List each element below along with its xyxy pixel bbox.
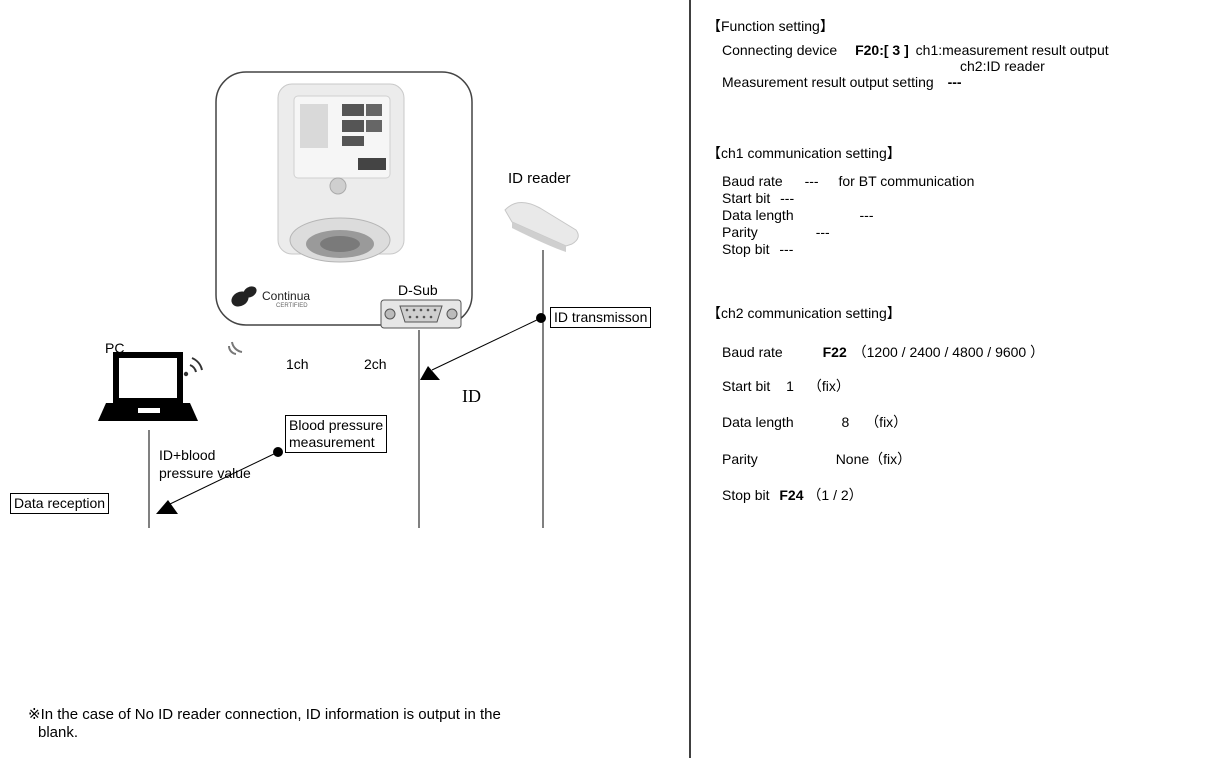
ch1-start-row: Start bit --- [722,190,794,207]
ch1-start-label: Start bit [722,190,771,206]
id-arrowhead [420,366,440,380]
ch2-baud-code: F22 [822,344,847,360]
continua-logo-name: Continua [262,289,311,303]
data-reception-arrow [169,451,279,505]
pc-laptop-icon [98,352,198,421]
bp-measurement-line1: Blood pressure [289,417,384,433]
data-reception-arrowhead [156,500,178,514]
connecting-device-ch1: ch1:measurement result output [915,42,1109,58]
measurement-output-row: Measurement result output setting --- [722,74,962,91]
ch1-parity-row: Parity --- [722,224,830,241]
ch2-stop-options: （1 / 2） [807,487,863,503]
function-setting-title: 【Function setting】 [707,18,834,34]
ch1-length-row: Data length --- [722,207,874,224]
ch2-start-label: Start bit [722,378,771,394]
ch2-length-value: 8 [841,414,850,430]
ch2-stop-code: F24 [779,487,804,503]
id-bp-value-label: ID+blood pressure value [159,446,251,482]
ch2-length-row: Data length 8 （fix） [722,414,907,431]
measurement-output-label: Measurement result output setting [722,74,934,90]
bp-measurement-line2: measurement [289,434,375,450]
ch2-setting-title: 【ch2 communication setting】 [707,305,901,321]
ch2-label: 2ch [364,356,387,372]
ch1-length-value: --- [859,207,874,223]
ch1-stop-label: Stop bit [722,241,770,257]
ch1-parity-label: Parity [722,224,758,240]
measurement-output-value: --- [947,74,962,90]
ch1-baud-value: --- [804,173,819,189]
ch2-stop-row: Stop bit F24 （1 / 2） [722,487,863,504]
bp-measurement-box: Blood pressure measurement [285,415,388,453]
ch2-parity-row: Parity None（fix） [722,451,911,468]
ch2-baud-options: （1200 / 2400 / 4800 / 9600 ） [852,344,1045,360]
id-reader-label: ID reader [508,170,571,187]
continua-logo-icon [231,286,257,307]
dsub-label: D-Sub [398,282,438,298]
ch1-baud-label: Baud rate [722,173,783,189]
ch2-parity-value: None（fix） [835,451,912,467]
footnote: ※In the case of No ID reader connection,… [28,706,501,742]
bluetooth-signal-icon [227,341,243,355]
ch1-parity-value: --- [815,224,830,240]
connecting-device-row: Connecting device F20:[ 3 ] ch1:measurem… [722,42,1109,59]
footnote-line1: ※In the case of No ID reader connection,… [28,706,501,723]
continua-logo-text: Continua CERTIFIED [262,289,311,311]
wireless-signal-icon [183,357,203,377]
ch2-baud-row: Baud rate F22 （1200 / 2400 / 4800 / 9600… [722,344,1044,361]
ch1-baud-note: for BT communication [838,173,975,189]
ch1-stop-value: --- [779,241,794,257]
connecting-device-ch2: ch2:ID reader [960,58,1045,74]
id-bp-value-line2: pressure value [159,465,251,481]
ch2-start-value: 1 [786,378,794,394]
bp-measurement-dot [273,447,283,457]
ch2-start-note: （fix） [807,378,850,394]
id-reader-icon [504,202,579,252]
ch1-baud-row: Baud rate --- for BT communication [722,173,974,190]
connecting-device-label: Connecting device [722,42,838,58]
id-label: ID [462,386,481,406]
ch1-start-value: --- [780,190,795,206]
continua-logo-sub: CERTIFIED [276,303,308,309]
ch1-stop-row: Stop bit --- [722,241,793,258]
id-bp-value-line1: ID+blood [159,447,216,463]
blood-pressure-monitor-icon [277,83,405,263]
ch1-length-label: Data length [722,207,794,223]
ch1-setting-title: 【ch1 communication setting】 [707,145,901,161]
id-transmission-box: ID transmisson [550,307,652,328]
id-transmission-arrow [431,317,542,371]
ch2-parity-label: Parity [722,451,758,467]
dsub-connector-icon [380,299,462,329]
data-reception-box: Data reception [10,493,110,514]
ch2-baud-label: Baud rate [722,344,783,360]
ch2-stop-label: Stop bit [722,487,770,503]
id-transmission-dot [536,313,546,323]
pc-label: PC [105,340,125,356]
ch2-length-label: Data length [722,414,794,430]
ch2-start-row: Start bit 1 （fix） [722,378,850,395]
ch2-length-note: （fix） [865,414,908,430]
connecting-device-code: F20:[ 3 ] [855,42,909,58]
footnote-line2: blank. [38,724,79,741]
ch1-label: 1ch [286,356,309,372]
